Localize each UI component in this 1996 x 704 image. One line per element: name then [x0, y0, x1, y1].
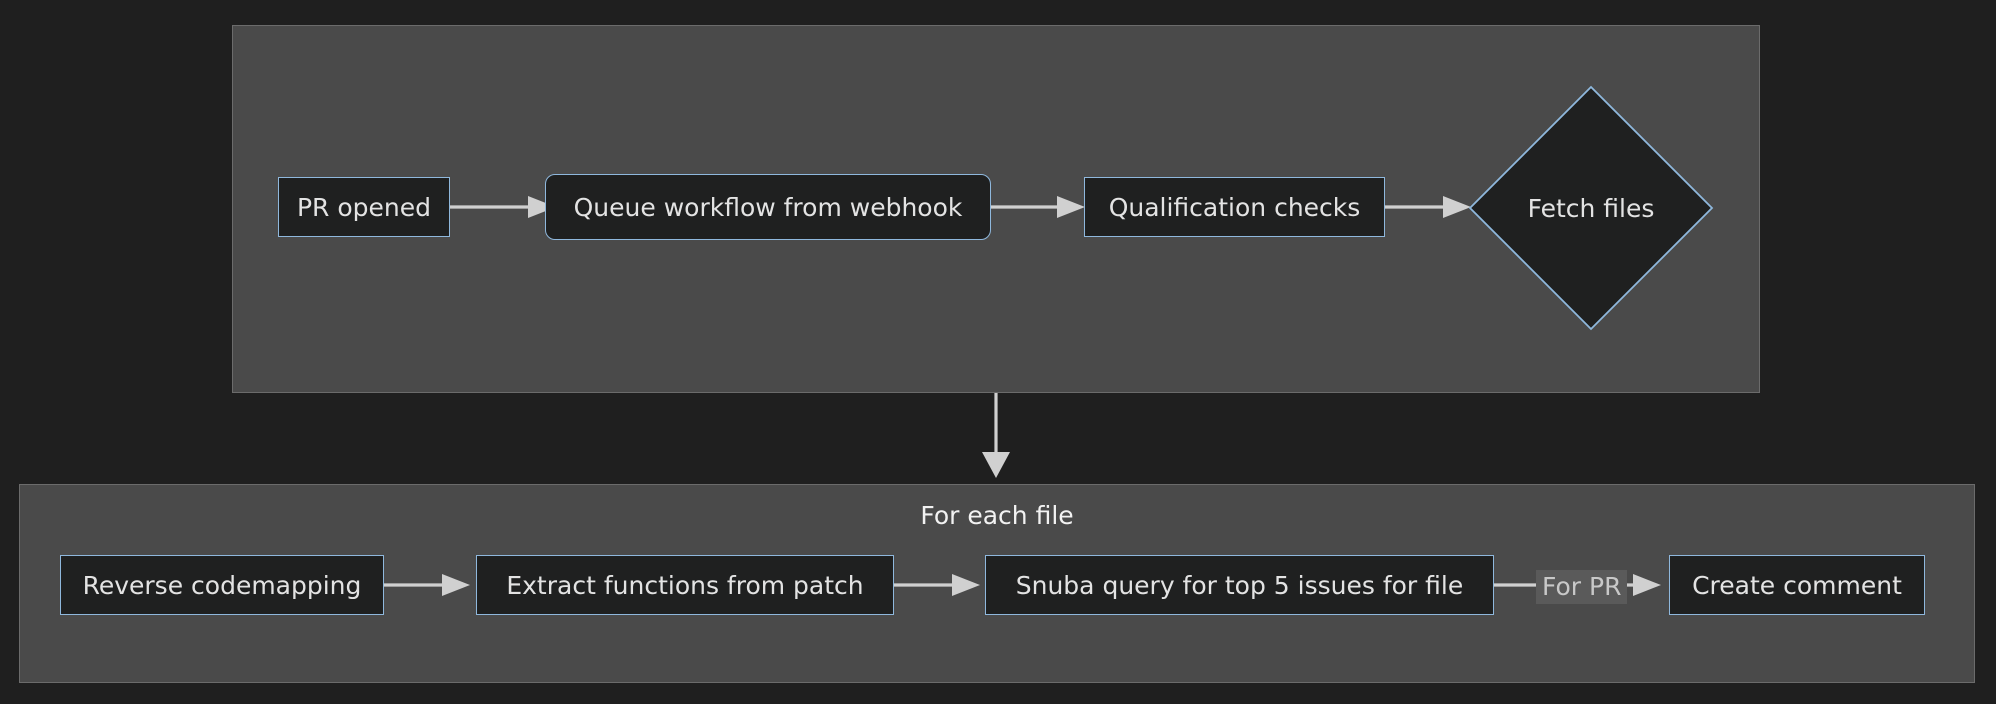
edge-label-for-pr: For PR — [1536, 570, 1628, 604]
node-qualification-checks[interactable]: Qualification checks — [1084, 177, 1385, 237]
node-pr-opened[interactable]: PR opened — [278, 177, 450, 237]
node-queue-workflow[interactable]: Queue workflow from webhook — [545, 174, 991, 240]
node-extract-functions[interactable]: Extract functions from patch — [476, 555, 894, 615]
edge-top-subgraph-to-bottom-subgraph — [982, 393, 1010, 478]
node-qualification-checks-label: Qualification checks — [1108, 192, 1361, 222]
node-reverse-codemapping[interactable]: Reverse codemapping — [60, 555, 384, 615]
node-create-comment-label: Create comment — [1692, 570, 1902, 600]
node-reverse-codemapping-label: Reverse codemapping — [82, 570, 362, 600]
node-create-comment[interactable]: Create comment — [1669, 555, 1925, 615]
node-snuba-query-label: Snuba query for top 5 issues for file — [1015, 570, 1464, 600]
node-queue-workflow-label: Queue workflow from webhook — [573, 192, 963, 222]
node-fetch-files[interactable]: Fetch files — [1468, 85, 1714, 331]
subgraph-bottom-title: For each file — [920, 501, 1074, 530]
node-extract-functions-label: Extract functions from patch — [506, 570, 864, 600]
node-snuba-query[interactable]: Snuba query for top 5 issues for file — [985, 555, 1494, 615]
node-pr-opened-label: PR opened — [296, 192, 432, 222]
diamond-shape-icon — [1468, 85, 1714, 331]
